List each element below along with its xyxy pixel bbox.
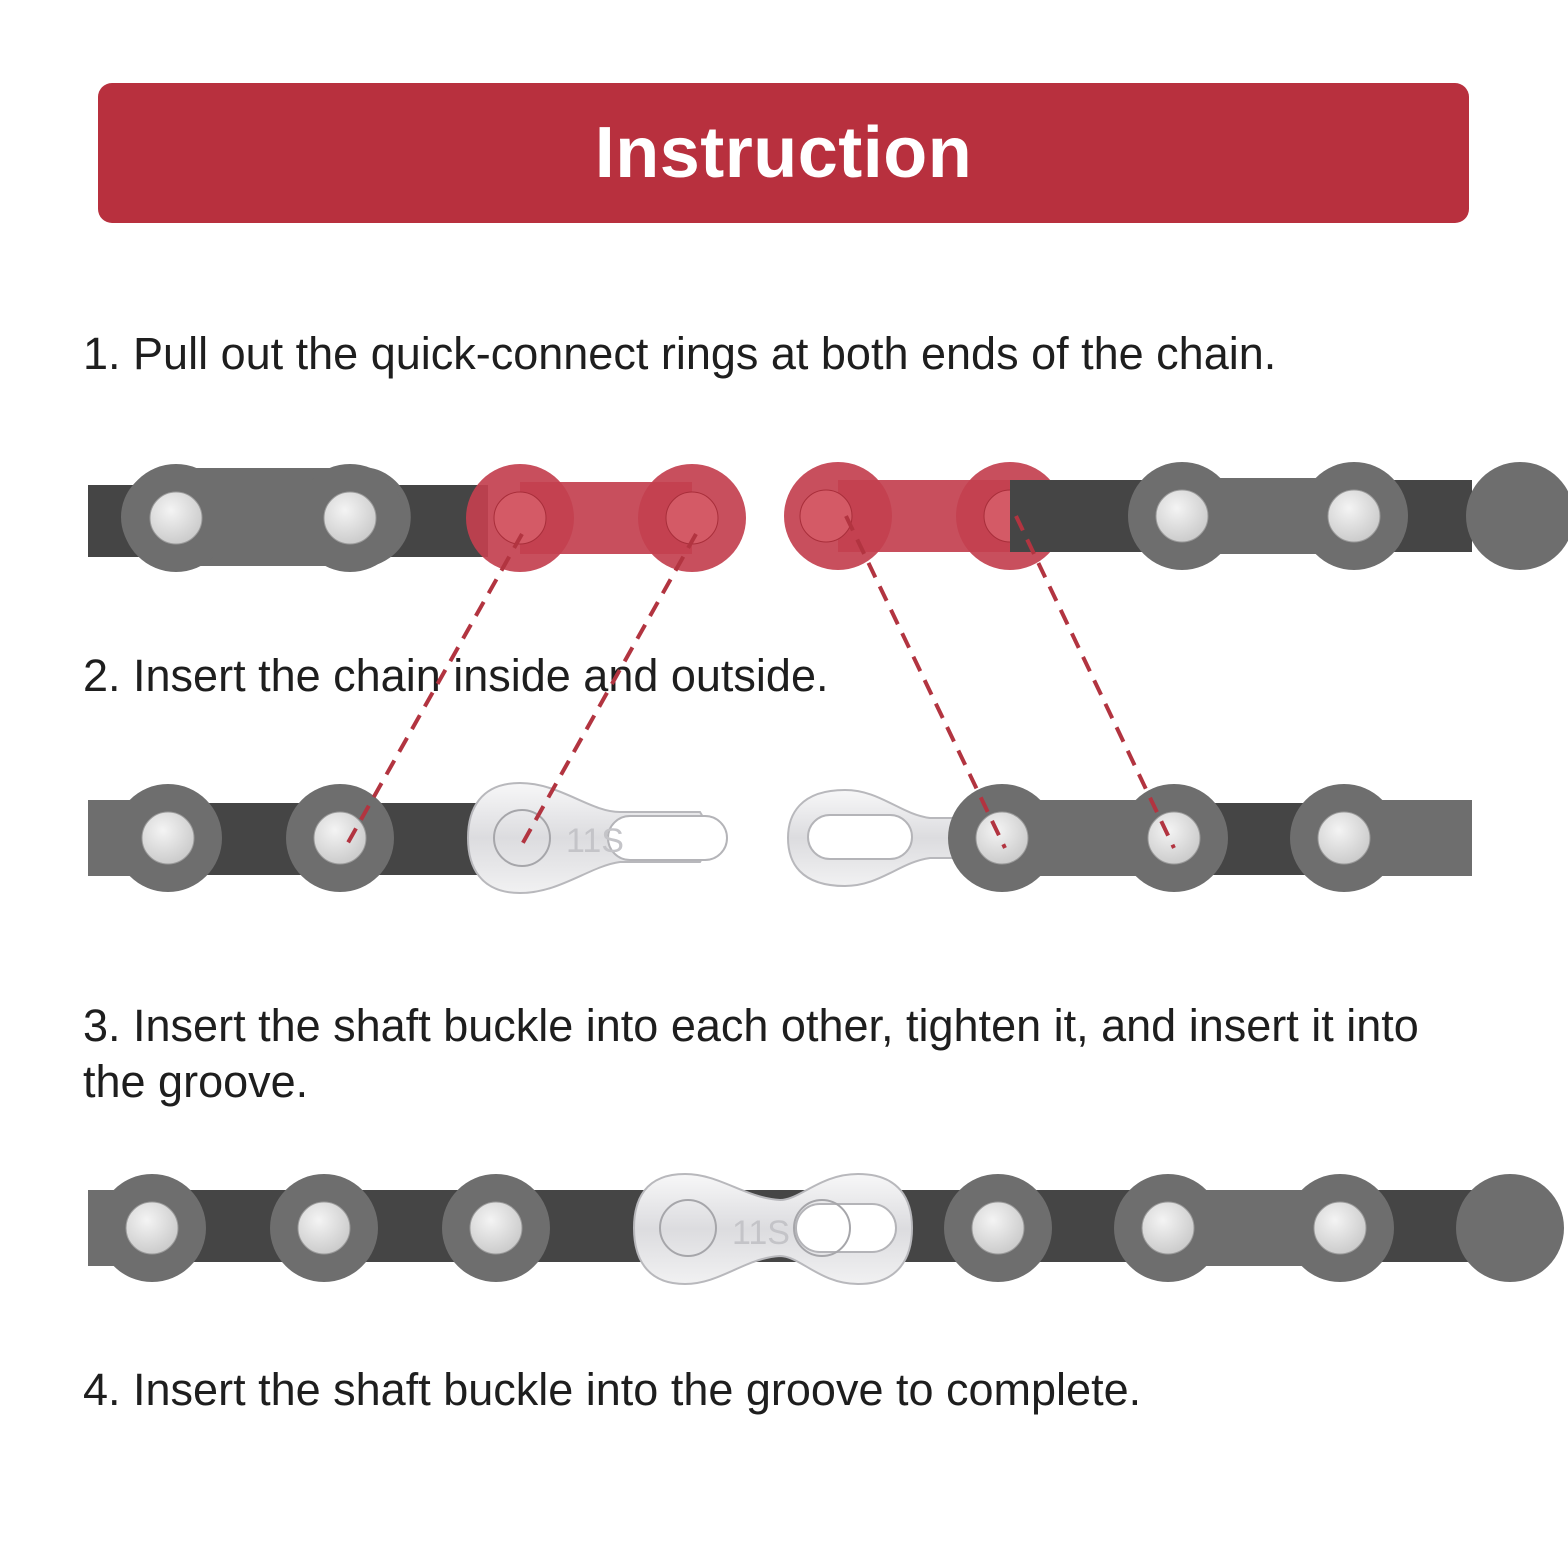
left-chain-segment-row-2: [88, 784, 528, 892]
step-2-text: 2. Insert the chain inside and outside.: [83, 650, 829, 701]
silver-quick-link-joined: 11S: [632, 1172, 914, 1286]
pin: [297, 1201, 351, 1255]
pin: [1155, 489, 1209, 543]
link-marking: 11S: [732, 1214, 790, 1252]
outer-plate-waist: [1002, 800, 1174, 876]
outer-links-right: [944, 1174, 1564, 1282]
step-1-text: 1. Pull out the quick-connect rings at b…: [83, 328, 1277, 379]
step-4-text: 4. Insert the shaft buckle into the groo…: [83, 1364, 1142, 1415]
pin: [125, 1201, 179, 1255]
pin: [1147, 811, 1201, 865]
page-title: Instruction: [594, 113, 973, 193]
pin: [493, 491, 547, 545]
pin: [141, 811, 195, 865]
pin: [799, 489, 853, 543]
pin: [1141, 1201, 1195, 1255]
pin: [1313, 1201, 1367, 1255]
guide-lines: [343, 515, 1176, 849]
chain-row-3: 11S: [88, 1172, 1564, 1286]
red-quick-link-right: [784, 462, 1064, 570]
pin: [1317, 811, 1371, 865]
chain-row-1: [88, 462, 1568, 572]
outer-plate-waist: [1182, 478, 1354, 554]
pin: [149, 491, 203, 545]
roller-plate: [1466, 462, 1568, 570]
pin: [665, 491, 719, 545]
right-chain-segment-row-1: [1010, 462, 1568, 570]
step-3-text: 3. Insert the shaft buckle into each oth…: [83, 1000, 1419, 1107]
outer-links-left: [88, 1174, 550, 1282]
left-chain-segment-row-1: [88, 464, 488, 572]
pin: [971, 1201, 1025, 1255]
pin: [975, 811, 1029, 865]
pin: [1327, 489, 1381, 543]
red-quick-link-left: [466, 464, 746, 572]
pin: [323, 491, 377, 545]
outer-plate-waist: [176, 480, 350, 556]
pin: [469, 1201, 523, 1255]
silver-quick-link-left: 11S: [466, 781, 728, 895]
chain-row-2: 11S: [88, 781, 1472, 895]
link-marking: 11S: [566, 822, 624, 860]
silver-quick-link-right: [786, 788, 991, 888]
instruction-banner: Instruction: [98, 83, 1469, 223]
pin: [313, 811, 367, 865]
right-chain-segment-row-2: [948, 784, 1472, 892]
